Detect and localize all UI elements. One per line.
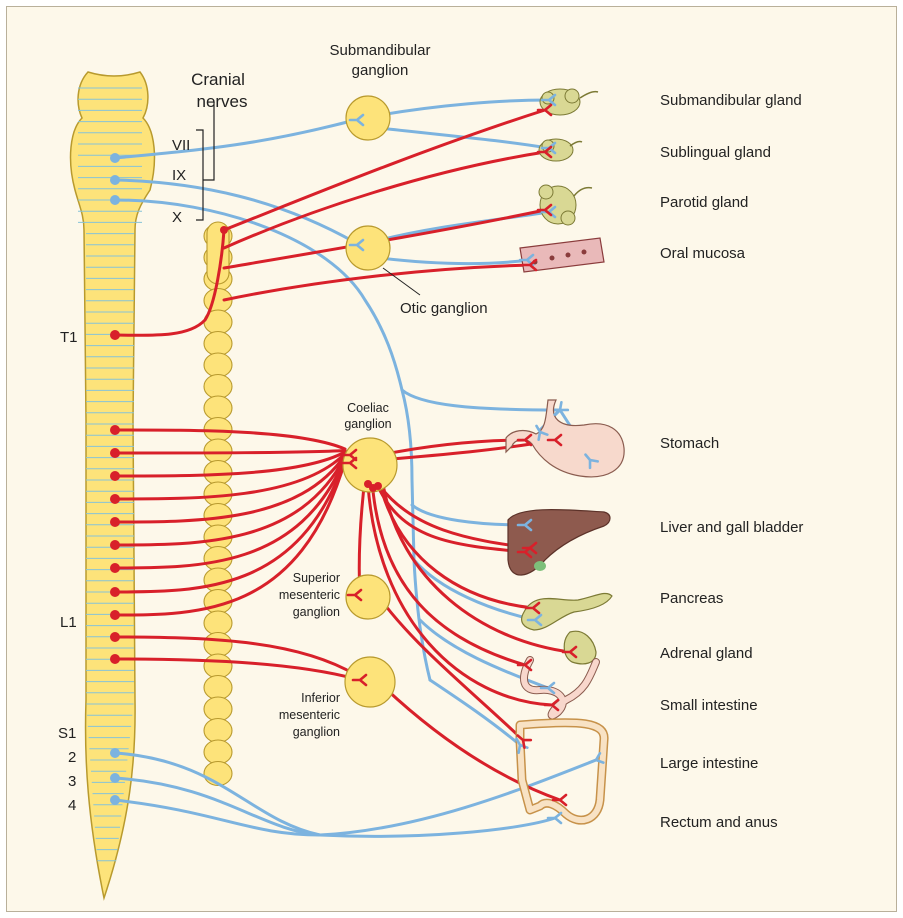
large-intestine-icon [520,723,604,821]
otic-ganglion [346,226,390,270]
submandibular-ganglion-label-line1: Submandibular [330,42,431,59]
level-l1-label: L1 [60,614,77,631]
nerve-x-label: X [172,209,182,226]
submandibular-gland-icon [540,89,598,115]
chain-bead [204,375,232,399]
splanchnic-fibre [115,637,356,675]
sympathetic-origin-dot [110,632,120,642]
chain-bead [204,439,232,463]
organ-label-pancreas: Pancreas [660,590,723,607]
nerve-vii-label: VII [172,137,190,154]
chain-bead [204,719,232,743]
superior-mesenteric-label-line3: ganglion [293,605,340,619]
sympathetic-origin-dot [110,610,120,620]
chain-bead [204,654,232,678]
origin-dots [110,153,382,805]
chain-bead [204,676,232,700]
organ-label-parotid-gland: Parotid gland [660,194,748,211]
superior-mesenteric-label-line1: Superior [293,571,340,585]
sympathetic-origin-dot [110,563,120,573]
superior-mesenteric-ganglion [346,575,390,619]
chain-bead [204,353,232,377]
inferior-mesenteric-ganglion [345,657,395,707]
inferior-mesenteric-label-line1: Inferior [301,691,340,705]
post-otic-to-oral-mucosa [380,258,530,264]
organ-label-oral-mucosa: Oral mucosa [660,245,746,262]
parasympathetic-origin-dot [110,153,120,163]
parotid-gland-icon [539,185,592,225]
sympathetic-origin-dot [110,471,120,481]
level-s1-label: S1 [58,725,76,742]
level-4-label: 4 [68,797,76,814]
synapse-terminal-stroke [548,813,561,823]
submandibular-ganglion-label-line2: ganglion [352,62,409,79]
parasympathetic-origin-dot [110,773,120,783]
level-2-label: 2 [68,749,76,766]
chain-bead [204,332,232,356]
sympathetic-origin-dot [110,517,120,527]
chain-bead [204,633,232,657]
ganglion-cell-dot [364,480,372,488]
chain-bead [204,461,232,485]
organ-label-rectum-and-anus: Rectum and anus [660,814,778,831]
splanchnic-fibre [115,659,356,679]
sympathetic-origin-dot [110,494,120,504]
chain-bead [204,396,232,420]
cranial-nerves-label-line1: Cranial [191,70,245,89]
stomach-icon [506,400,624,477]
superior-mesenteric-to-intestine [385,605,523,740]
inferior-mesenteric-label-line3: ganglion [293,725,340,739]
coeliac-ganglion-label-line2: ganglion [344,417,391,431]
labels: Cranial nerves VII IX X T1 L1 S1 2 3 4 S… [58,42,803,831]
coeliac-to-liver [375,480,525,552]
organ-label-large-intestine: Large intestine [660,755,758,772]
inferior-mesenteric-label-line2: mesenteric [279,708,340,722]
chain-bead [204,697,232,721]
organ-label-stomach: Stomach [660,435,719,452]
organ-label-submandibular-gland: Submandibular gland [660,92,802,109]
parasympathetic-origin-dot [110,795,120,805]
level-3-label: 3 [68,773,76,790]
small-intestine-icon [524,660,596,715]
liver-and-gall-bladder-icon [508,510,610,575]
sympathetic-origin-dot [110,654,120,664]
organ-label-small-intestine: Small intestine [660,697,758,714]
sympathetic-origin-dot [110,587,120,597]
organ-label-liver-and-gall-bladder: Liver and gall bladder [660,519,803,536]
superior-mesenteric-label-line2: mesenteric [279,588,340,602]
submandibular-ganglion [346,96,390,140]
chain-bead [204,740,232,764]
organ-label-sublingual-gland: Sublingual gland [660,144,771,161]
cranial-nerves-label-line2: nerves [196,92,247,111]
sympathetic-origin-dot [110,425,120,435]
post-submandibular-to-submandibular-gland [380,100,548,115]
adrenal-gland-icon [564,631,596,664]
cranial-nerves-bracket [196,102,214,220]
chain-bead [204,762,232,786]
ganglion-cell-dot [374,482,382,490]
chain-to-oral-mucosa [224,265,530,300]
parasympathetic-origin-dot [110,175,120,185]
chain-bead [204,611,232,635]
nerve-ix-label: IX [172,167,186,184]
organs [506,89,624,820]
parasympathetic-origin-dot [110,748,120,758]
sympathetic-origin-dot [110,540,120,550]
chain-cell-dot [220,226,228,234]
level-t1-label: T1 [60,329,78,346]
sympathetic-origin-dot [110,330,120,340]
otic-ganglion-label: Otic ganglion [400,300,488,317]
organ-label-adrenal-gland: Adrenal gland [660,645,753,662]
sympathetic-origin-dot [110,448,120,458]
parasympathetic-origin-dot [110,195,120,205]
sympathetic-chain [204,222,232,786]
coeliac-ganglion-label-line1: Coeliac [347,401,389,415]
synapse-terminal [548,813,561,823]
coeliac-to-small-intestine [372,480,525,665]
pancreas-icon [522,593,612,630]
